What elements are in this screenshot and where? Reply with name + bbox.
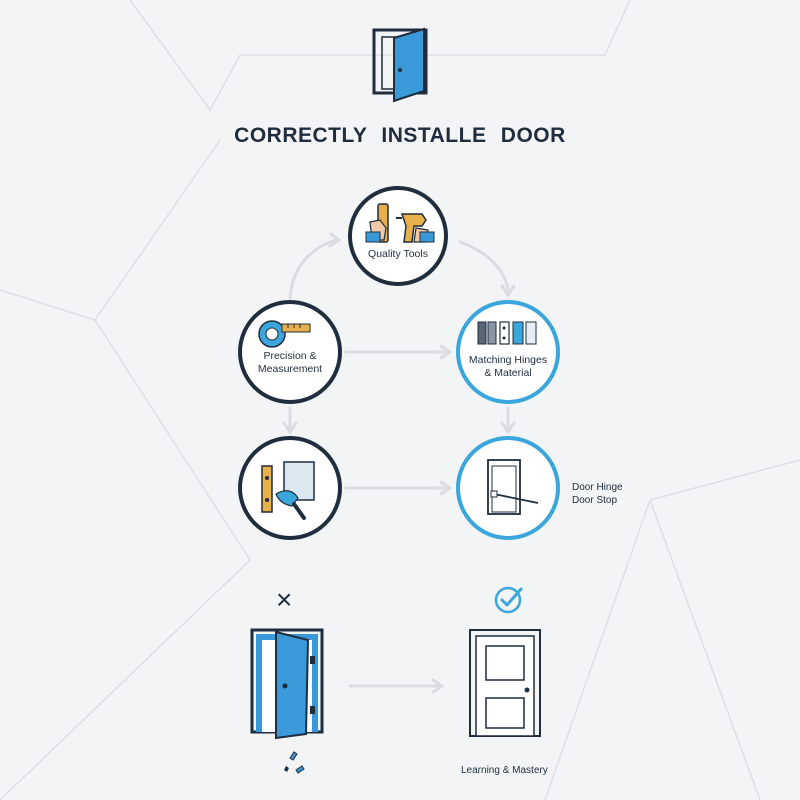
node-quality-tools-label: Quality Tools: [368, 248, 428, 260]
arrow-precision-to-tools: [288, 238, 338, 300]
door-header-icon: [372, 27, 428, 103]
learning-mastery-label: Learning & Mastery: [461, 765, 548, 776]
node-door-stop-ring: [456, 436, 560, 540]
installation-tools-icon: [261, 461, 315, 520]
door-stop-label: Door Hinge Door Stop: [572, 482, 623, 506]
hands-tools-icon: [365, 203, 435, 243]
connector-arrows: [282, 232, 516, 694]
node-hinges-label: Matching Hinges & Material: [468, 354, 548, 379]
check-icon: [494, 586, 523, 614]
wrong-door-icon: [250, 628, 324, 740]
node-precision-label: Precision & Measurement: [257, 350, 323, 375]
page-title: CORRECTLY INSTALLE DOOR: [234, 124, 566, 147]
tape-measure-icon: [258, 320, 311, 348]
door-stop-icon: [487, 459, 539, 515]
arrow-tools-to-hinges: [458, 240, 510, 292]
node-hinges-ring: [456, 300, 560, 404]
hinges-material-icon: [477, 321, 537, 345]
node-quality-tools-ring: [348, 186, 448, 286]
broken-pieces-icon: [284, 751, 305, 774]
wrong-mark-icon: ×: [276, 584, 293, 615]
correct-door-icon: [469, 629, 541, 737]
